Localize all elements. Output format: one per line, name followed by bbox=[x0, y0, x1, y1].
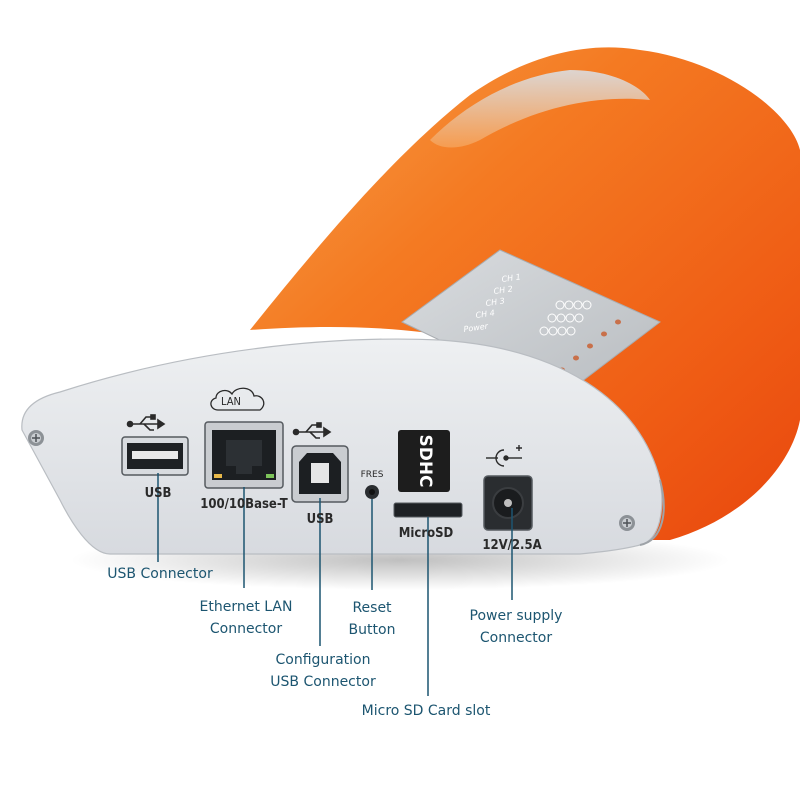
led-label-power: Power bbox=[463, 322, 489, 334]
screw-icon bbox=[619, 515, 635, 531]
led-1 bbox=[615, 319, 621, 325]
svg-text:SDHC: SDHC bbox=[415, 434, 435, 487]
usb-a-label: USB bbox=[144, 486, 172, 501]
sdhc-logo-icon: SDHC bbox=[398, 430, 450, 492]
callout-config-usb: Configuration USB Connector bbox=[270, 652, 376, 690]
led-panel: CH 1 CH 2 CH 3 CH 4 Power bbox=[401, 249, 661, 399]
led-2 bbox=[601, 331, 607, 337]
lan-cloud-icon bbox=[210, 387, 265, 411]
callout-power-supply: Power supply Connector bbox=[469, 608, 563, 646]
fres-label: FRES bbox=[361, 470, 384, 480]
rj45-port bbox=[204, 421, 284, 489]
housing-highlight bbox=[430, 70, 650, 148]
microsd-label: MicroSD bbox=[398, 526, 454, 541]
screw-icon bbox=[28, 430, 44, 446]
callout-microsd-slot: Micro SD Card slot bbox=[361, 703, 491, 719]
faceplate-edge bbox=[639, 479, 665, 546]
leader-lines bbox=[157, 473, 513, 696]
led-label-ch2: CH 2 bbox=[493, 284, 513, 296]
lan-port-label: 100/10Base-T bbox=[200, 497, 288, 512]
usb-b-port bbox=[291, 445, 349, 503]
led-label-ch3: CH 3 bbox=[485, 296, 505, 308]
led-4 bbox=[573, 355, 579, 361]
lan-icon-label: LAN bbox=[221, 395, 241, 408]
reset-button bbox=[365, 485, 379, 499]
callout-reset-button: Reset Button bbox=[348, 600, 396, 638]
callout-usb-connector: USB Connector bbox=[107, 566, 213, 582]
led-label-ch1: CH 1 bbox=[501, 272, 521, 284]
usb-icon bbox=[126, 414, 166, 431]
usb-b-label: USB bbox=[306, 512, 334, 527]
dc-power-jack bbox=[483, 475, 533, 531]
dc-polarity-icon bbox=[486, 445, 522, 467]
microsd-slot bbox=[393, 502, 463, 518]
callout-ethernet-lan: Ethernet LAN Connector bbox=[199, 599, 293, 637]
power-rating-label: 12V/2.5A bbox=[482, 538, 542, 553]
usb-icon bbox=[292, 422, 332, 439]
led-label-ch4: CH 4 bbox=[475, 308, 495, 320]
usb-a-port bbox=[121, 436, 189, 476]
led-3 bbox=[587, 343, 593, 349]
